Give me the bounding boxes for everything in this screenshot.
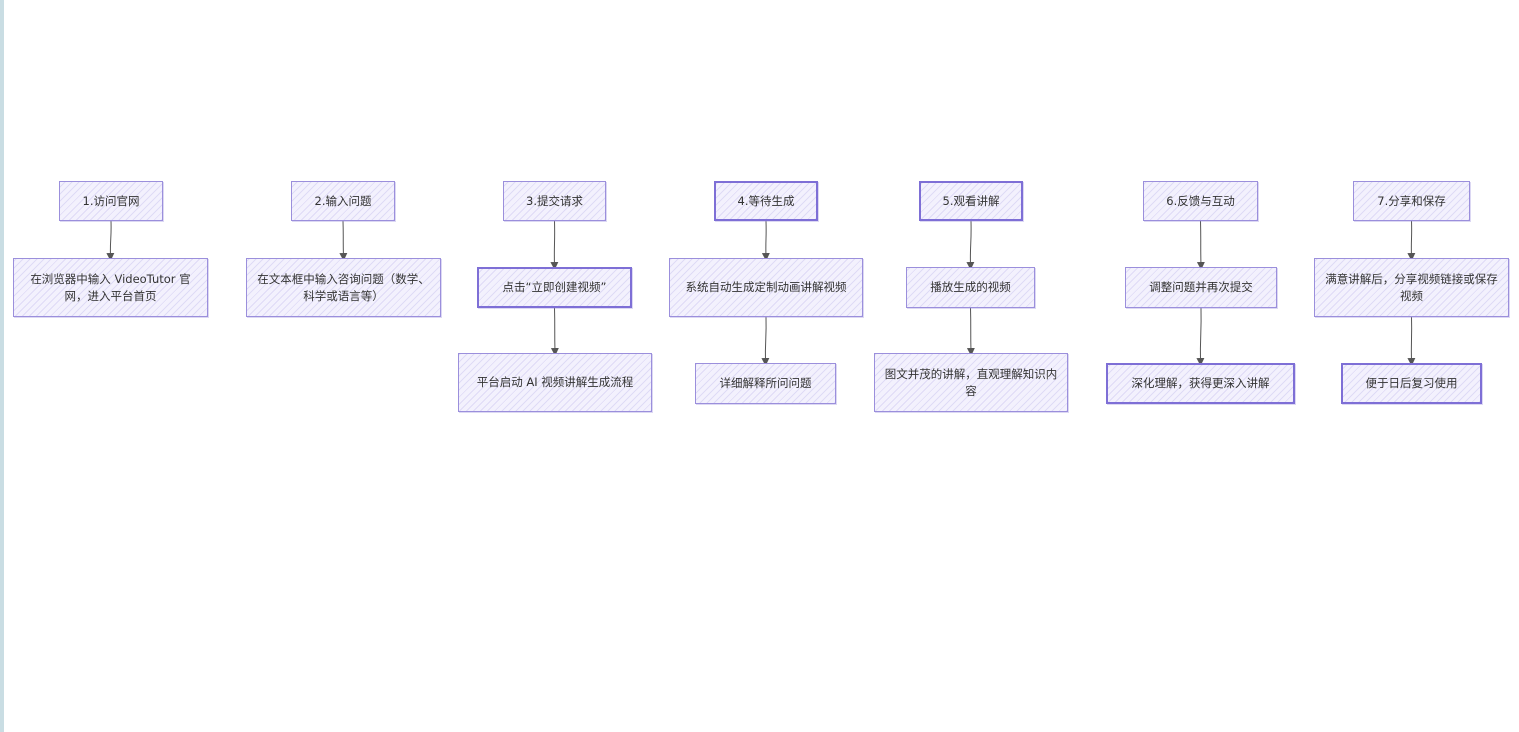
node-step-5-detail-label: 图文并茂的讲解，直观理解知识内容 [884,366,1058,398]
edge-s4a-to-s4b [761,316,770,366]
node-step-4-action[interactable]: 系统自动生成定制动画讲解视频 [669,258,863,317]
node-step-4-detail-label: 详细解释所问问题 [719,376,812,390]
node-step-6-detail-label: 深化理解，获得更深入讲解 [1131,376,1270,390]
node-step-2-detail-label: 在文本框中输入咨询问题（数学、科学或语言等） [257,271,430,303]
edge-s5-to-s5a [966,220,975,270]
node-step-4-label: 4.等待生成 [737,193,795,208]
node-step-3[interactable]: 3.提交请求 [503,181,606,221]
node-step-5-detail[interactable]: 图文并茂的讲解，直观理解知识内容 [874,353,1068,412]
node-step-1[interactable]: 1.访问官网 [59,181,163,221]
node-step-4-action-label: 系统自动生成定制动画讲解视频 [685,280,847,294]
node-step-1-detail-label: 在浏览器中输入 VideoTutor 官网，进入平台首页 [30,271,191,303]
node-step-3-label: 3.提交请求 [526,193,583,208]
node-step-3-detail[interactable]: 平台启动 AI 视频讲解生成流程 [458,353,652,412]
node-step-1-detail[interactable]: 在浏览器中输入 VideoTutor 官网，进入平台首页 [13,258,208,317]
node-step-7-detail-label: 便于日后复习使用 [1365,376,1458,390]
edge-s6a-to-s6b [1196,307,1205,366]
edge-s1-to-s1a [106,220,115,261]
node-step-7-detail[interactable]: 便于日后复习使用 [1341,363,1482,404]
node-step-5-action-label: 播放生成的视频 [930,280,1011,294]
node-step-3-action-label: 点击“立即创建视频” [502,280,607,294]
node-step-5-label: 5.观看讲解 [942,193,1000,208]
node-step-5[interactable]: 5.观看讲解 [919,181,1023,221]
node-step-2-detail[interactable]: 在文本框中输入咨询问题（数学、科学或语言等） [246,258,441,317]
node-step-6[interactable]: 6.反馈与互动 [1143,181,1258,221]
node-step-6-detail[interactable]: 深化理解，获得更深入讲解 [1106,363,1295,404]
node-step-7-action-label: 满意讲解后，分享视频链接或保存视频 [1325,271,1498,303]
node-step-4-detail[interactable]: 详细解释所问问题 [695,363,836,404]
node-step-7-label: 7.分享和保存 [1377,193,1446,208]
node-step-7[interactable]: 7.分享和保存 [1353,181,1470,221]
node-step-6-action[interactable]: 调整问题并再次提交 [1125,267,1277,308]
node-step-4[interactable]: 4.等待生成 [714,181,818,221]
node-step-2[interactable]: 2.输入问题 [291,181,395,221]
node-step-6-label: 6.反馈与互动 [1166,193,1235,208]
edge-s2-to-s2a [339,220,348,261]
left-edge-strip [0,0,4,732]
edge-s6-to-s6a [1196,220,1205,270]
edge-s3a-to-s3b [550,307,559,356]
node-step-6-action-label: 调整问题并再次提交 [1149,280,1253,294]
node-step-1-label: 1.访问官网 [82,193,140,208]
node-step-7-action[interactable]: 满意讲解后，分享视频链接或保存视频 [1314,258,1509,317]
node-step-3-detail-label: 平台启动 AI 视频讲解生成流程 [476,375,634,389]
node-step-3-action[interactable]: 点击“立即创建视频” [477,267,632,308]
edge-s5a-to-s5b [966,307,975,356]
node-step-5-action[interactable]: 播放生成的视频 [906,267,1035,308]
node-step-2-label: 2.输入问题 [314,193,372,208]
